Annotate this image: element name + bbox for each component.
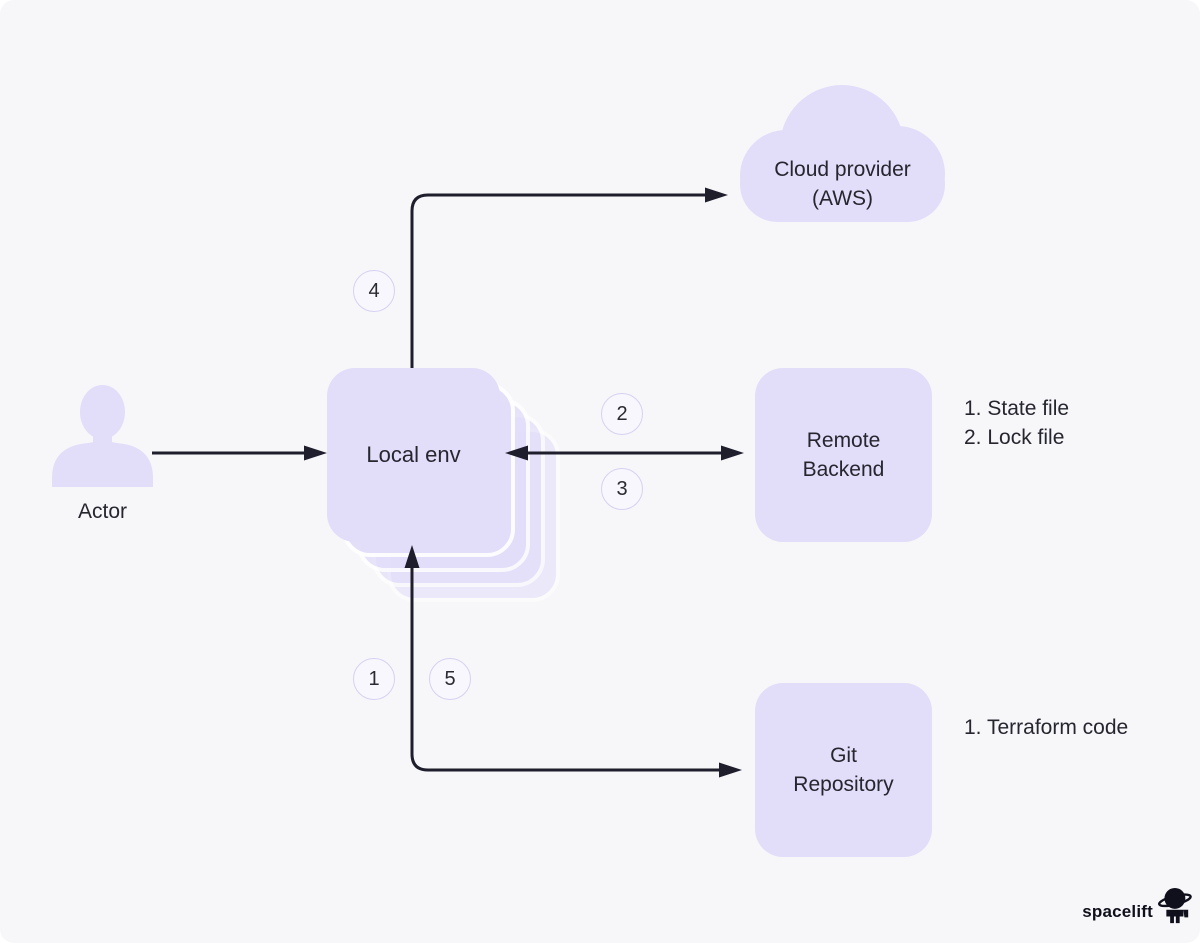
- note-item: 1. Terraform code: [964, 716, 1129, 739]
- remote-backend-notes: 1. State file 2. Lock file: [964, 394, 1069, 452]
- cloud-shape: [740, 147, 945, 222]
- step-badge-5: 5: [429, 658, 471, 700]
- git-repository-node: Git Repository: [755, 683, 932, 857]
- local-env-card: Local env: [327, 368, 500, 542]
- note-item: 1. State file: [964, 397, 1070, 420]
- local-env-label: Local env: [366, 442, 461, 467]
- remote-backend-node: Remote Backend: [755, 368, 932, 542]
- cloud-provider-node: Cloud provider (AWS): [740, 85, 945, 222]
- arrow-local-to-cloud: [410, 187, 728, 368]
- local-env-node: Local env: [327, 368, 567, 608]
- cloud-provider-label: Cloud provider (AWS): [774, 158, 911, 210]
- git-repository-notes: 1. Terraform code: [964, 713, 1128, 742]
- actor-label: Actor: [77, 500, 127, 523]
- step-badge-4: 4: [353, 270, 395, 312]
- step-badge-2: 2: [601, 393, 643, 435]
- arrow-actor-to-local: [152, 445, 327, 461]
- step-badge-1: 1: [353, 658, 395, 700]
- spacelift-mascot-icon: [1158, 887, 1192, 924]
- spacelift-logo-text: spacelift: [1082, 902, 1153, 921]
- remote-backend-label: Remote Backend: [802, 429, 885, 481]
- person-icon: [52, 385, 153, 487]
- note-item: 2. Lock file: [964, 426, 1065, 449]
- step-badge-3: 3: [601, 468, 643, 510]
- spacelift-logo: spacelift: [1082, 885, 1192, 927]
- git-repository-label: Git Repository: [793, 744, 894, 796]
- actor-node: Actor: [52, 385, 153, 524]
